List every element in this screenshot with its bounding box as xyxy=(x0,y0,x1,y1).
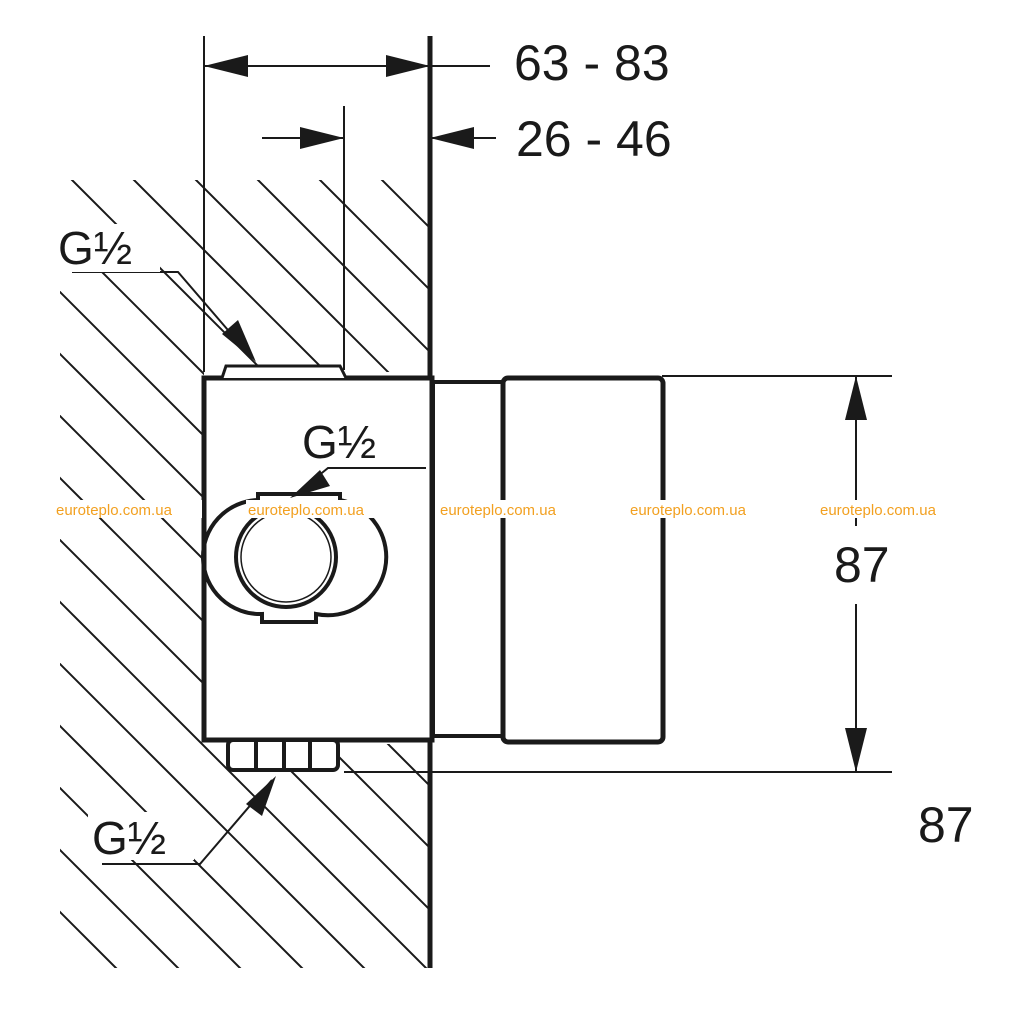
outlet-port xyxy=(200,492,389,624)
dimension-label-26-46: 26 - 46 xyxy=(516,111,672,167)
leader-bottom-inlet xyxy=(102,779,273,865)
hatch-line xyxy=(60,180,428,968)
arrow-head xyxy=(845,728,867,772)
arrow-head xyxy=(246,776,276,816)
trim-assembly xyxy=(431,375,666,745)
arrow-head xyxy=(300,127,344,149)
arrow-head xyxy=(204,55,248,77)
dimension-label-87-height: 87 xyxy=(834,537,890,593)
arrow-head xyxy=(845,376,867,420)
leader-top-inlet xyxy=(72,271,253,359)
thread-label-top-inlet: G½ xyxy=(58,222,132,274)
hatch-line xyxy=(60,180,428,968)
bottom-nipple xyxy=(226,738,340,772)
thread-arrowheads xyxy=(222,320,330,816)
hatch-line xyxy=(0,0,24,1000)
dimension-26-46: 26 - 46 xyxy=(262,111,672,167)
watermark-strip: euroteplo.com.ua euroteplo.com.ua eurote… xyxy=(52,500,972,519)
handle-knob xyxy=(500,375,666,745)
thread-label-bottom-inlet: G½ xyxy=(92,812,166,864)
arrow-head xyxy=(222,320,256,362)
watermark-text: euroteplo.com.ua xyxy=(630,502,747,519)
top-thread-stub xyxy=(220,364,348,379)
arrow-head xyxy=(290,470,330,498)
dimension-label-87-lower: 87 xyxy=(918,797,974,853)
arrow-head xyxy=(386,55,430,77)
outlet-port-outer xyxy=(200,492,389,624)
escutcheon-plate xyxy=(431,380,505,738)
watermark-text: euroteplo.com.ua xyxy=(820,502,937,519)
arrow-head xyxy=(430,127,474,149)
dimension-63-83: 63 - 83 xyxy=(204,35,670,91)
watermark-text: euroteplo.com.ua xyxy=(248,502,365,519)
thread-label-front-outlet: G½ xyxy=(302,416,376,468)
hatch-line xyxy=(60,180,397,968)
dimension-label-63-83: 63 - 83 xyxy=(514,35,670,91)
watermark-text: euroteplo.com.ua xyxy=(56,502,173,519)
watermark-text: euroteplo.com.ua xyxy=(440,502,557,519)
